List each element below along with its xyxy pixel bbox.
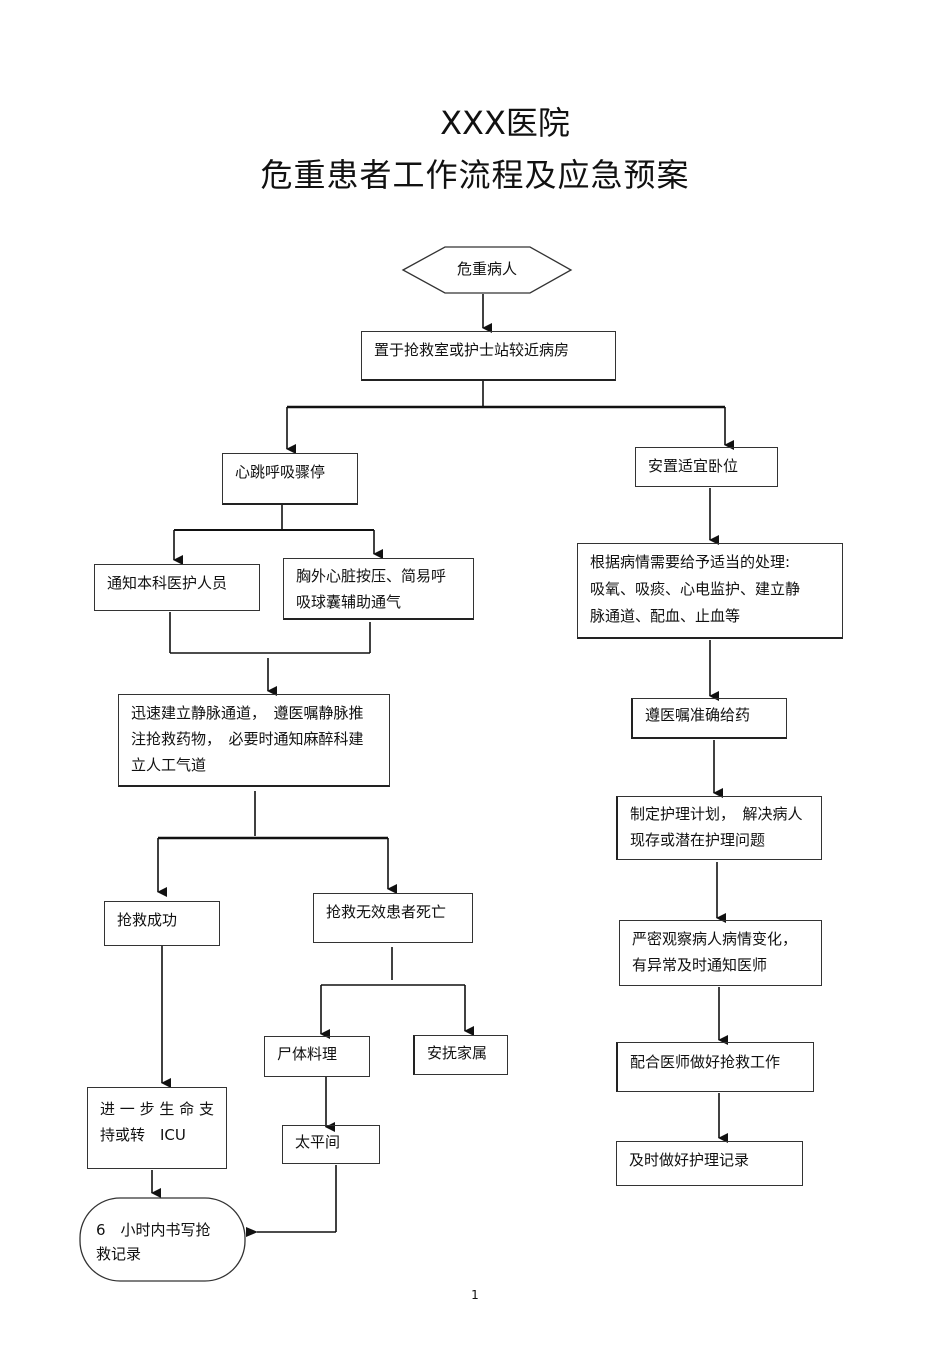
hospital-name: XXX医院 [440, 104, 570, 142]
page-number: 1 [471, 1288, 479, 1302]
observe-line-1: 严密观察病人病情变化， [632, 930, 798, 948]
failure-box: 抢救无效患者死亡 [313, 893, 473, 943]
iv-access-box: 迅速建立静脉通道， 遵医嘱静脉推 注抢救药物， 必要时通知麻醉科建 立人工气道 [118, 694, 390, 787]
write-record-line-2: 救记录 [96, 1245, 142, 1263]
iv-access-line-2: 注抢救药物， 必要时通知麻醉科建 [131, 730, 364, 748]
notify-staff-box: 通知本科医护人员 [94, 564, 260, 611]
iv-access-line-1: 迅速建立静脉通道， 遵医嘱静脉推 [131, 704, 364, 722]
cpr-line-1: 胸外心脏按压、简易呼 [296, 567, 447, 585]
treatment-line-2: 吸氧、吸痰、心电监护、建立静 [590, 580, 801, 598]
position-label: 安置适宜卧位 [648, 457, 739, 475]
cpr-box: 胸外心脏按压、简易呼 吸球囊辅助通气 [283, 558, 474, 620]
care-plan-line-2: 现存或潜在护理问题 [630, 831, 766, 849]
cooperate-label: 配合医师做好抢救工作 [630, 1053, 781, 1071]
success-box: 抢救成功 [104, 901, 220, 946]
comfort-family-box: 安抚家属 [413, 1035, 508, 1075]
treatment-line-1: 根据病情需要给予适当的处理: [590, 553, 791, 571]
record-label: 及时做好护理记录 [629, 1151, 750, 1169]
success-label: 抢救成功 [117, 911, 178, 929]
write-record-shape [79, 1197, 246, 1282]
body-care-box: 尸体料理 [264, 1036, 370, 1077]
cardiac-arrest-label: 心跳呼吸骤停 [235, 463, 326, 481]
morgue-label: 太平间 [295, 1133, 341, 1151]
treatment-box: 根据病情需要给予适当的处理: 吸氧、吸痰、心电监护、建立静 脉通道、配血、止血等 [577, 543, 843, 639]
cardiac-arrest-box: 心跳呼吸骤停 [222, 453, 358, 505]
life-support-line-1: 进一步生命支 [100, 1100, 214, 1118]
cpr-line-2: 吸球囊辅助通气 [296, 593, 402, 611]
life-support-line-2: 持或转 ICU [100, 1126, 186, 1144]
care-plan-line-1: 制定护理计划， 解决病人 [630, 805, 803, 823]
cooperate-box: 配合医师做好抢救工作 [616, 1042, 814, 1092]
comfort-family-label: 安抚家属 [427, 1044, 488, 1062]
write-record-line-1: 6 小时内书写抢 [96, 1221, 211, 1239]
write-record-node: 6 小时内书写抢 救记录 [96, 1218, 236, 1266]
body-care-label: 尸体料理 [277, 1045, 338, 1063]
page-title: 危重患者工作流程及应急预案 [260, 156, 690, 194]
life-support-box: 进一步生命支 持或转 ICU [87, 1087, 227, 1169]
position-box: 安置适宜卧位 [635, 447, 778, 487]
treatment-line-3: 脉通道、配血、止血等 [590, 607, 741, 625]
start-node: 危重病人 [456, 260, 517, 278]
medication-box: 遵医嘱准确给药 [631, 698, 787, 739]
observe-line-2: 有异常及时通知医师 [632, 956, 768, 974]
care-plan-box: 制定护理计划， 解决病人 现存或潜在护理问题 [616, 796, 822, 860]
observe-box: 严密观察病人病情变化， 有异常及时通知医师 [619, 920, 822, 986]
start-node-shape [401, 246, 573, 294]
medication-label: 遵医嘱准确给药 [645, 706, 751, 724]
iv-access-line-3: 立人工气道 [131, 756, 207, 774]
failure-label: 抢救无效患者死亡 [326, 903, 447, 921]
placement-label: 置于抢救室或护士站较近病房 [374, 341, 570, 359]
record-box: 及时做好护理记录 [616, 1141, 803, 1186]
placement-box: 置于抢救室或护士站较近病房 [361, 331, 616, 381]
notify-staff-label: 通知本科医护人员 [107, 574, 228, 592]
morgue-box: 太平间 [282, 1125, 380, 1164]
